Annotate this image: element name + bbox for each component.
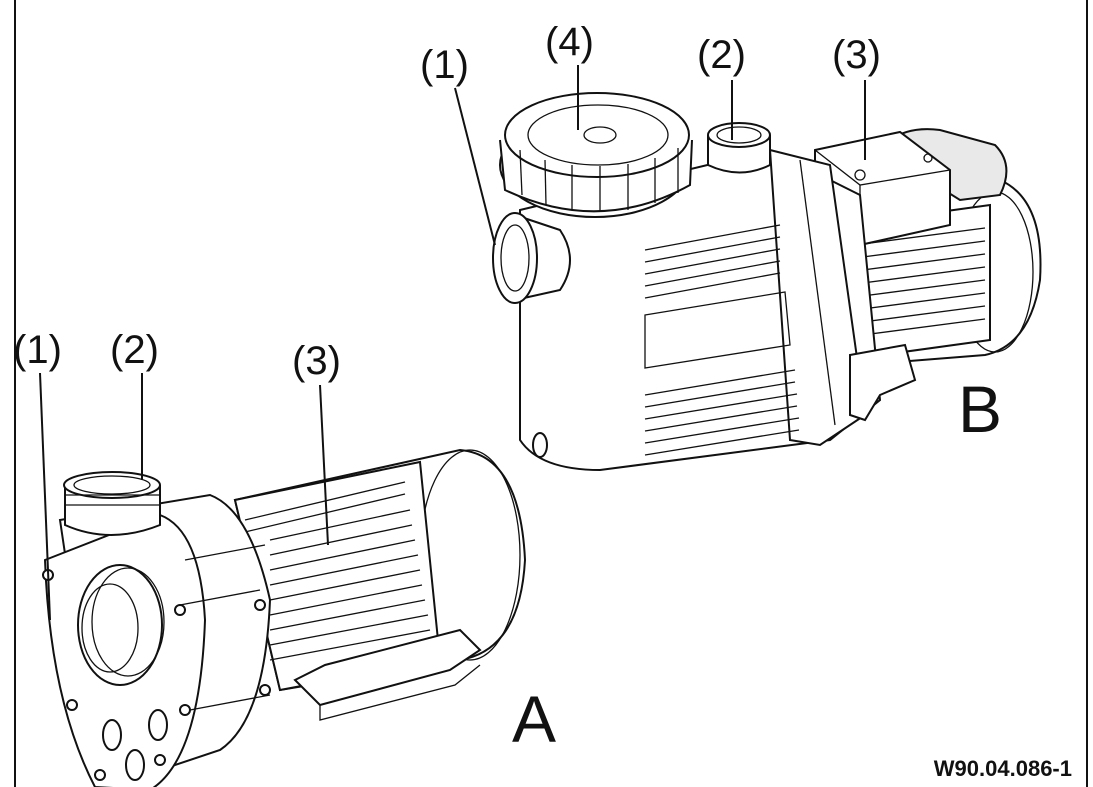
pump-a-discharge-port bbox=[63, 471, 161, 536]
pump-a-volute bbox=[42, 493, 272, 787]
pump-b-suction-port bbox=[492, 212, 571, 304]
pump-a-label-3: (3) bbox=[292, 339, 341, 383]
pump-b-housing bbox=[519, 148, 917, 472]
pump-b-letter: B bbox=[958, 372, 1002, 446]
pump-b-label-2: (2) bbox=[697, 33, 746, 77]
pump-a-illustration bbox=[42, 448, 527, 787]
pump-a-labels: (1) (2) (3) A bbox=[13, 328, 556, 756]
pump-a-base bbox=[293, 628, 482, 721]
frame-border bbox=[14, 0, 1088, 787]
pump-a-label-2: (2) bbox=[110, 328, 159, 372]
pump-b-label-1: (1) bbox=[420, 43, 469, 87]
pump-a-label-1: (1) bbox=[13, 328, 62, 372]
pump-b-discharge-port bbox=[707, 122, 771, 174]
pump-a-motor bbox=[233, 448, 527, 692]
leader-lines bbox=[39, 65, 866, 621]
pump-a-letter: A bbox=[512, 682, 556, 756]
pump-b-labels: (1) (4) (2) (3) B bbox=[420, 20, 1002, 446]
pump-b-label-4: (4) bbox=[545, 20, 594, 64]
figure-code: W90.04.086-1 bbox=[934, 756, 1072, 781]
pump-b-illustration bbox=[492, 92, 1042, 472]
pump-b-strainer-lid bbox=[499, 92, 693, 218]
pump-b-label-3: (3) bbox=[832, 33, 881, 77]
